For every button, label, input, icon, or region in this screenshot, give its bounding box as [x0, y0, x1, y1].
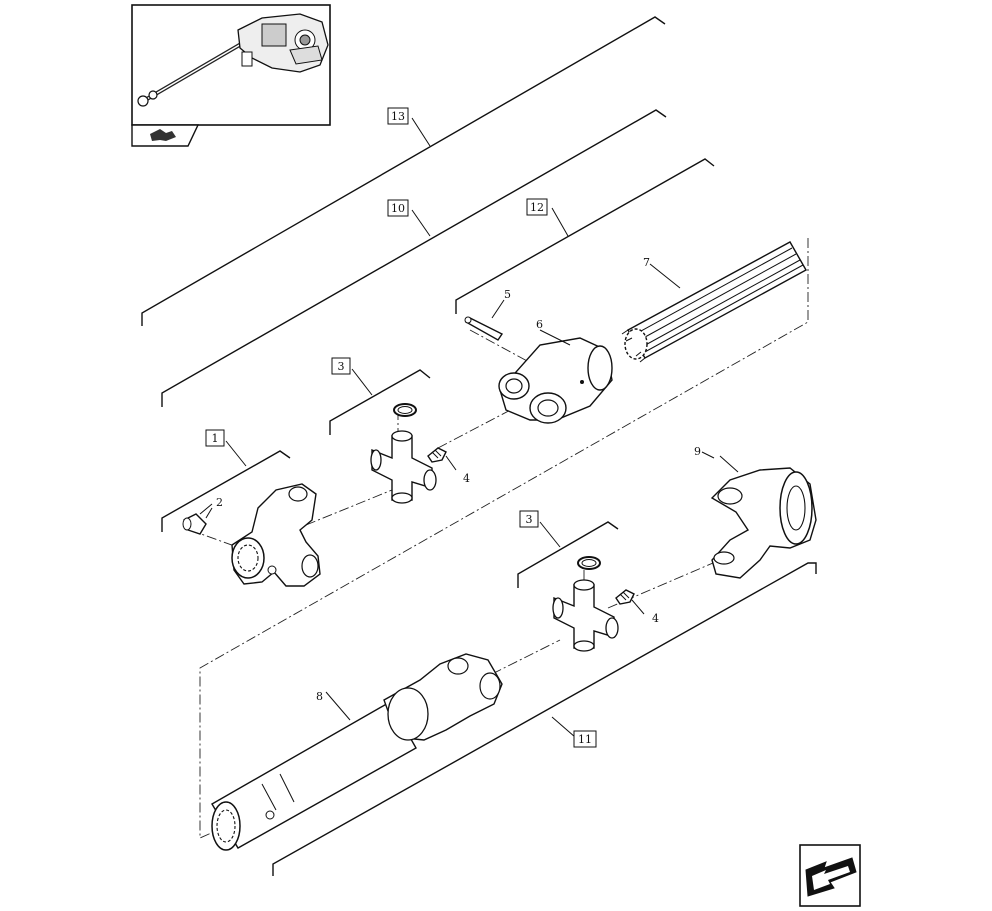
label-5[interactable]: 5: [504, 288, 511, 301]
callout-10-label: 10: [391, 202, 405, 215]
label-7[interactable]: 7: [643, 256, 650, 269]
bracket-13: [141, 16, 666, 326]
bracket-12: [455, 158, 715, 314]
bracket-11: [272, 562, 817, 876]
callout-3-bottom[interactable]: 3: [519, 510, 539, 528]
callout-13-label: 13: [391, 110, 405, 123]
cross-part-3-top: [370, 430, 437, 504]
cross-part-3-bottom: [552, 579, 619, 652]
callout-12-label: 12: [530, 201, 544, 214]
callout-11[interactable]: 11: [573, 730, 597, 748]
assembly-thumbnail-icon[interactable]: [131, 4, 331, 126]
callout-13[interactable]: 13: [387, 107, 409, 125]
yoke-part-1: [231, 483, 321, 587]
label-8[interactable]: 8: [316, 690, 323, 703]
pin-part-5: [464, 316, 504, 341]
label-2[interactable]: 2: [216, 496, 223, 509]
label-6[interactable]: 6: [536, 318, 543, 331]
callout-3-top-label: 3: [338, 360, 345, 373]
callout-3-bottom-label: 3: [526, 513, 533, 526]
callout-10[interactable]: 10: [387, 199, 409, 217]
seal-part-3-top: [393, 403, 417, 417]
back-arrow-icon[interactable]: [131, 124, 200, 147]
next-page-arrow-icon[interactable]: [799, 844, 861, 907]
bracket-10: [161, 109, 667, 407]
splined-shaft-part-7: [621, 241, 807, 363]
label-4-top[interactable]: 4: [463, 472, 470, 485]
callout-12[interactable]: 12: [526, 198, 548, 216]
tube-shaft-part-8: [211, 653, 503, 851]
grease-nipple-part-4-top: [427, 447, 457, 471]
yoke-part-6: [498, 337, 613, 424]
label-9[interactable]: 9: [694, 445, 701, 458]
callout-1[interactable]: 1: [205, 429, 225, 447]
grease-nipple-part-4-bottom: [615, 589, 645, 615]
label-4-bottom[interactable]: 4: [652, 612, 659, 625]
callout-3-top[interactable]: 3: [331, 357, 351, 375]
bracket-3-top: [329, 368, 431, 435]
seal-part-3-bottom: [577, 556, 601, 570]
flange-yoke-part-9: [710, 455, 817, 579]
bracket-3-bottom: [517, 521, 619, 588]
grease-nipple-part-2: [182, 503, 213, 535]
leaders: [205, 263, 715, 519]
bracket-1: [161, 440, 291, 532]
callout-1-label: 1: [212, 432, 219, 445]
callout-11-label: 11: [578, 733, 592, 746]
